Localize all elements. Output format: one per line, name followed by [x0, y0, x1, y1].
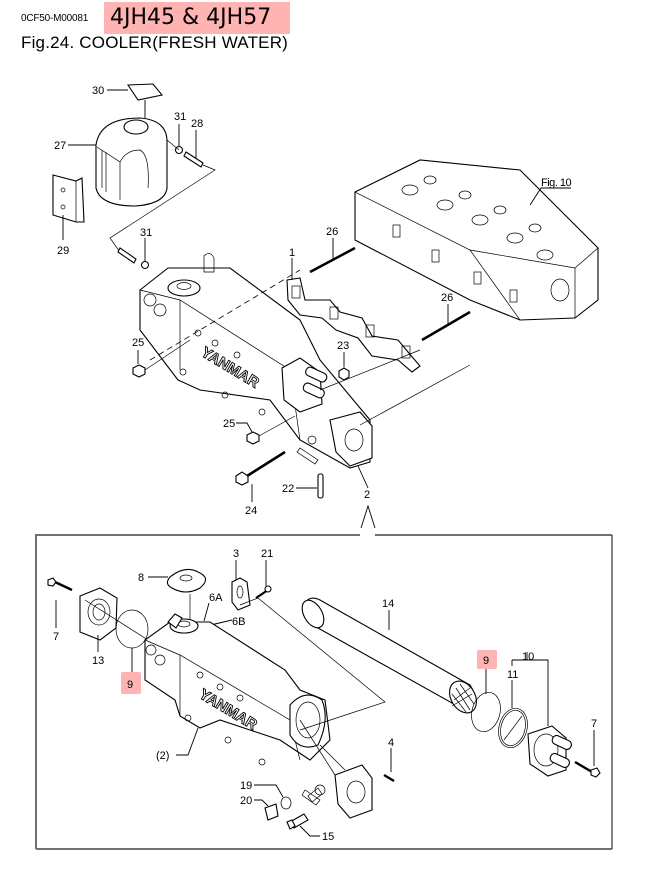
callout-7-right: 7	[591, 718, 597, 730]
callout-8: 8	[138, 572, 144, 584]
part-9-o-ring-right: 9	[471, 650, 501, 733]
callout-6b: 6B	[232, 616, 245, 628]
part-9-o-ring-left: 9	[84, 599, 149, 694]
document-code: 0CF50-M00081	[21, 13, 89, 24]
callout-31-lower: 31	[140, 227, 152, 239]
callout-14: 14	[382, 598, 394, 610]
callout-26-upper: 26	[326, 226, 338, 238]
part-22-pin: 22	[282, 473, 324, 499]
highlight-9-right	[477, 650, 497, 669]
callout-23: 23	[337, 340, 349, 352]
part-27-reserve-tank: 27	[54, 117, 168, 207]
part-13-cover: 13	[79, 587, 118, 667]
fig10-reference: Fig. 10	[541, 177, 572, 189]
part-28-hose: 28	[109, 118, 216, 256]
callout-6a: 6A	[209, 592, 223, 604]
model-badge: 4JH45 & 4JH57	[104, 2, 290, 34]
highlight-9-left	[121, 672, 141, 694]
callout-9-left: 9	[127, 679, 133, 691]
callout-27: 27	[54, 140, 66, 152]
part-10-end-cover: 10	[511, 651, 572, 777]
callout-30: 30	[92, 85, 104, 97]
part-1-gasket: 1	[286, 247, 421, 373]
part-26-stud-lower: 26	[421, 292, 471, 342]
detail-frame	[35, 534, 612, 849]
callout-21: 21	[261, 548, 273, 560]
callout-9-right: 9	[483, 655, 489, 667]
part-21-screw: 21	[255, 548, 273, 599]
part-25-nut-left: 25	[132, 337, 191, 378]
cylinder-head: Fig. 10	[354, 159, 599, 321]
part-30-label-plate: 30	[92, 83, 163, 118]
callout-24: 24	[245, 505, 257, 517]
callout-4: 4	[388, 737, 394, 749]
part-19-washer: 19	[240, 780, 323, 810]
callout-26-lower: 26	[441, 292, 453, 304]
part-25-nut-bottom: 25	[223, 415, 296, 445]
callout-15: 15	[322, 831, 334, 843]
callout-10: 10	[522, 651, 534, 663]
callout-3: 3	[233, 548, 239, 560]
part-11-divider-ring: 11	[498, 669, 528, 749]
part-15-drain-cock: 15	[286, 813, 334, 843]
callout-31-top: 31	[174, 111, 186, 123]
callout-25-left: 25	[132, 337, 144, 349]
callout-22: 22	[282, 483, 294, 495]
callout-2: 2	[364, 489, 370, 501]
part-24-bolt: 24	[235, 450, 286, 517]
part-4-stud: 4	[383, 737, 395, 783]
callout-29: 29	[57, 245, 69, 257]
part-2-cooler-assembly: YANMAR 2	[139, 253, 376, 529]
callout-2-paren: (2)	[156, 750, 169, 762]
part-14-tube-stack: 14	[239, 597, 477, 731]
callout-1: 1	[289, 247, 295, 259]
part-26-stud-upper: 26	[309, 226, 356, 274]
part-20-plug: 20	[240, 795, 279, 821]
part-2-cooler-body-detail: YANMAR (2)	[144, 613, 373, 819]
part-7-bolt-right: 7	[574, 718, 601, 778]
figure-title: Fig.24. COOLER(FRESH WATER)	[21, 33, 289, 52]
callout-11: 11	[507, 669, 518, 681]
part-8-pressure-cap: 8	[138, 568, 207, 625]
part-3-plate: 3	[231, 548, 251, 611]
callout-25-bottom: 25	[223, 418, 235, 430]
part-31-clip-lower: 31	[117, 227, 152, 270]
callout-20: 20	[240, 795, 252, 807]
part-7-bolt-left: 7	[47, 577, 73, 643]
callout-7-left: 7	[53, 631, 59, 643]
callout-28: 28	[191, 118, 203, 130]
callout-19: 19	[240, 780, 252, 792]
part-29-bracket: 29	[52, 174, 85, 257]
part-6a-6b-filler: 6A 6B	[197, 592, 245, 629]
centerline	[149, 269, 301, 361]
part-23-nut: 23	[337, 340, 350, 381]
callout-13: 13	[92, 655, 104, 667]
